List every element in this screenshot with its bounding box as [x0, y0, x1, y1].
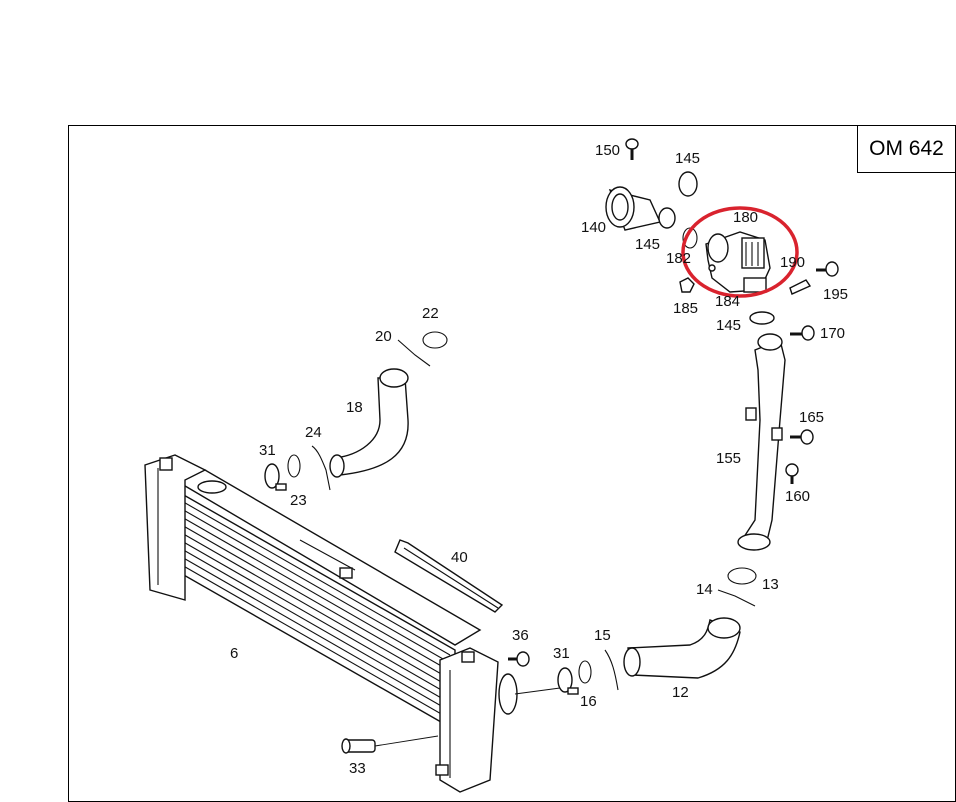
- callout-36: 36: [512, 627, 529, 644]
- clamp-31-lower: [557, 667, 579, 695]
- hose-140: [605, 186, 661, 231]
- sensor-190: [789, 279, 812, 295]
- callout-184: 184: [715, 293, 740, 310]
- o-ring-13: [727, 567, 757, 585]
- callout-33: 33: [349, 760, 366, 777]
- callout-24: 24: [305, 424, 322, 441]
- callout-165: 165: [799, 409, 824, 426]
- callout-31-lower: 31: [553, 645, 570, 662]
- callout-160: 160: [785, 488, 810, 505]
- intercooler-part: [144, 454, 561, 793]
- callout-6: 6: [230, 645, 238, 662]
- callout-140: 140: [581, 219, 606, 236]
- charge-hose-12: [623, 617, 741, 679]
- clamp-31-upper: [264, 463, 287, 491]
- bolt-195: [816, 261, 839, 277]
- nut-185: [679, 277, 695, 293]
- model-label-box: OM 642: [857, 125, 956, 173]
- callout-145-upper: 145: [675, 150, 700, 167]
- callout-23: 23: [290, 492, 307, 509]
- bolt-170: [790, 325, 815, 341]
- bolt-150: [625, 138, 639, 160]
- bolt-36: [508, 651, 530, 667]
- callout-22: 22: [422, 305, 439, 322]
- callout-185: 185: [673, 300, 698, 317]
- bolt-165: [790, 429, 814, 445]
- callout-13: 13: [762, 576, 779, 593]
- callout-182: 182: [666, 250, 691, 267]
- bolt-160: [785, 463, 799, 484]
- throttle-housing-180: [705, 231, 771, 293]
- callout-12: 12: [672, 684, 689, 701]
- o-ring-23: [287, 454, 301, 478]
- model-label: OM 642: [869, 137, 944, 160]
- o-ring-16: [578, 660, 592, 684]
- callout-190: 190: [780, 254, 805, 271]
- callout-31-upper: 31: [259, 442, 276, 459]
- charge-pipe-155: [737, 333, 786, 551]
- charge-hose-18: [329, 368, 409, 478]
- clamp-145-lower: [749, 311, 775, 325]
- clip-15: [604, 649, 619, 691]
- callout-145-mid: 145: [635, 236, 660, 253]
- callout-155: 155: [716, 450, 741, 467]
- callout-16: 16: [580, 693, 597, 710]
- clip-14: [717, 589, 756, 607]
- o-ring-22: [422, 331, 448, 349]
- clip-24: [311, 445, 331, 491]
- clamp-145-mid: [658, 207, 698, 249]
- callout-180: 180: [733, 209, 758, 226]
- callout-14: 14: [696, 581, 713, 598]
- callout-195: 195: [823, 286, 848, 303]
- highlight-circle: [681, 206, 799, 298]
- clip-20: [397, 339, 431, 367]
- callout-40: 40: [451, 549, 468, 566]
- callout-15: 15: [594, 627, 611, 644]
- callout-170: 170: [820, 325, 845, 342]
- callout-labels: 150 145 140 145 180 182 190 195 185 184 …: [230, 142, 848, 777]
- callout-20: 20: [375, 328, 392, 345]
- clamp-145-upper: [678, 171, 698, 197]
- callout-18: 18: [346, 399, 363, 416]
- seal-strip-40: [394, 539, 504, 613]
- callout-145-lower: 145: [716, 317, 741, 334]
- callout-150: 150: [595, 142, 620, 159]
- bolt-33: [341, 735, 439, 754]
